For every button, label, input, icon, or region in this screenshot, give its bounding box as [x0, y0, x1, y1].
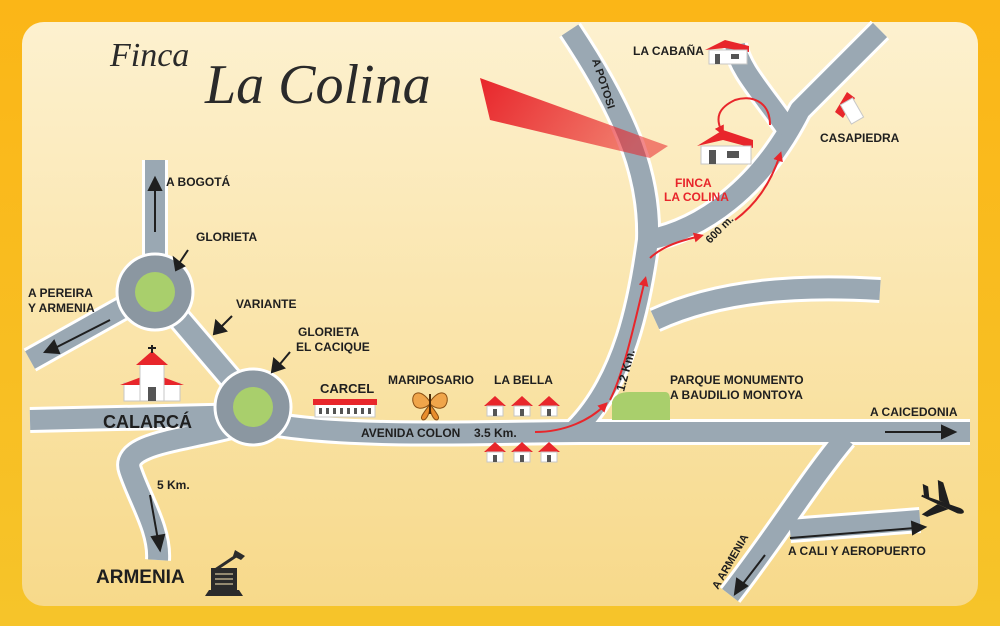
- label-a-cali: A CALI Y AEROPUERTO: [788, 544, 926, 558]
- park-area: [612, 392, 670, 420]
- direction-arrows: [43, 175, 958, 597]
- title-line-1: Finca: [109, 37, 189, 74]
- house-icon: [484, 442, 506, 463]
- house-icon: [538, 396, 560, 417]
- house-icon: [484, 396, 506, 417]
- label-a-pereira-2: Y ARMENIA: [28, 301, 95, 315]
- label-3-5-km: 3.5 Km.: [474, 426, 517, 440]
- house-icon: [511, 442, 533, 463]
- title-line-2: La Colina: [204, 54, 431, 116]
- label-a-bogota: A BOGOTÁ: [166, 174, 231, 189]
- label-glorieta: GLORIETA: [196, 230, 257, 244]
- pointer-wedge: [480, 78, 668, 158]
- label-glorieta-cacique-1: GLORIETA: [298, 325, 359, 339]
- label-parque-1: PARQUE MONUMENTO: [670, 373, 804, 387]
- label-a-caicedonia: A CAICEDONIA: [870, 405, 958, 419]
- label-5km: 5 Km.: [157, 478, 190, 492]
- map-background: [22, 22, 978, 606]
- la-cabana-house-icon: [705, 40, 749, 65]
- label-calarca: CALARCÁ: [103, 411, 192, 432]
- roundabout-glorieta: [115, 252, 195, 332]
- carcel-building-icon: [313, 399, 377, 418]
- roundabout-el-cacique: [213, 367, 293, 447]
- label-finca-1: FINCA: [675, 176, 712, 190]
- label-mariposario: MARIPOSARIO: [388, 373, 474, 387]
- label-carcel: CARCEL: [320, 381, 374, 396]
- label-armenia-city: ARMENIA: [96, 567, 185, 588]
- house-icon: [538, 442, 560, 463]
- church-icon: [120, 345, 184, 402]
- finca-house-icon: [697, 130, 753, 165]
- label-finca-2: LA COLINA: [664, 190, 729, 204]
- casapiedra-house-icon: [835, 92, 865, 125]
- label-la-bella: LA BELLA: [494, 373, 553, 387]
- label-glorieta-cacique-2: EL CACIQUE: [296, 340, 370, 354]
- label-parque-2: A BAUDILIO MONTOYA: [670, 388, 803, 402]
- label-a-pereira-1: A PEREIRA: [28, 286, 93, 300]
- label-casapiedra: CASAPIEDRA: [820, 131, 900, 145]
- airplane-icon: [921, 479, 964, 517]
- label-la-cabana: LA CABAÑA: [633, 43, 704, 58]
- label-variante: VARIANTE: [236, 297, 296, 311]
- label-avenida-colon: AVENIDA COLON: [361, 426, 460, 440]
- house-icon: [511, 396, 533, 417]
- butterfly-icon: [412, 392, 448, 421]
- route-path: [534, 97, 783, 433]
- lumberjack-icon: [205, 550, 245, 596]
